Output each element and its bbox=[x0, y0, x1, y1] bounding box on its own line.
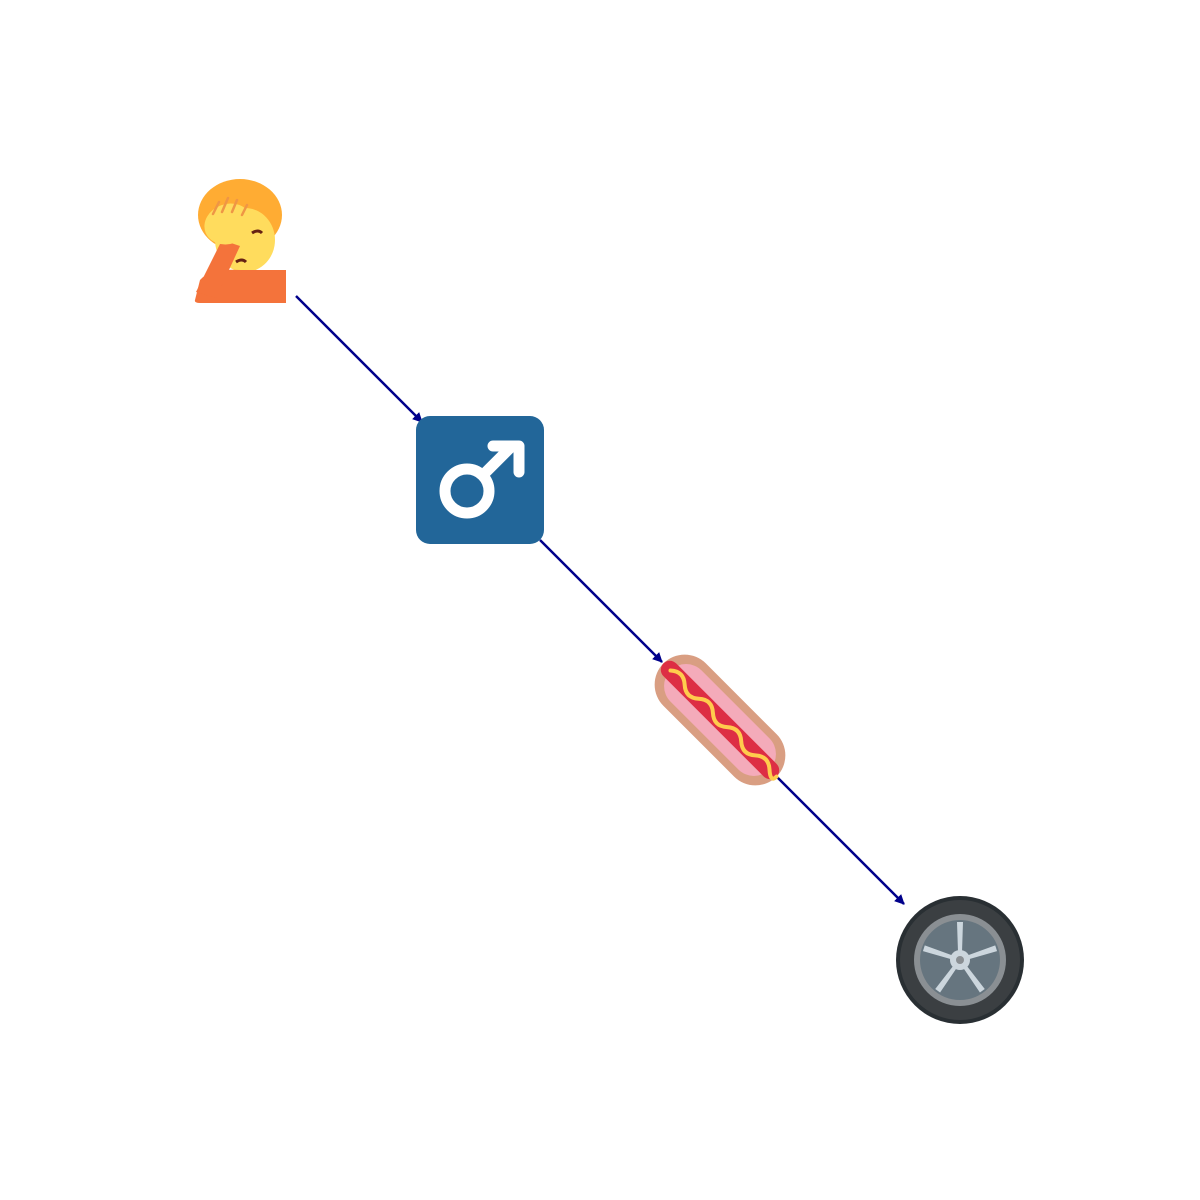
edge-male-sign-to-hot-dog bbox=[539, 539, 663, 663]
edge-hot-dog-to-wheel bbox=[774, 774, 905, 905]
person-facepalming-icon bbox=[194, 179, 286, 303]
hot-dog-icon bbox=[654, 654, 786, 786]
wheel-icon bbox=[896, 896, 1024, 1024]
edges bbox=[295, 295, 905, 905]
male-sign-icon bbox=[416, 416, 544, 544]
edge-facepalm-to-male-sign bbox=[295, 295, 423, 423]
